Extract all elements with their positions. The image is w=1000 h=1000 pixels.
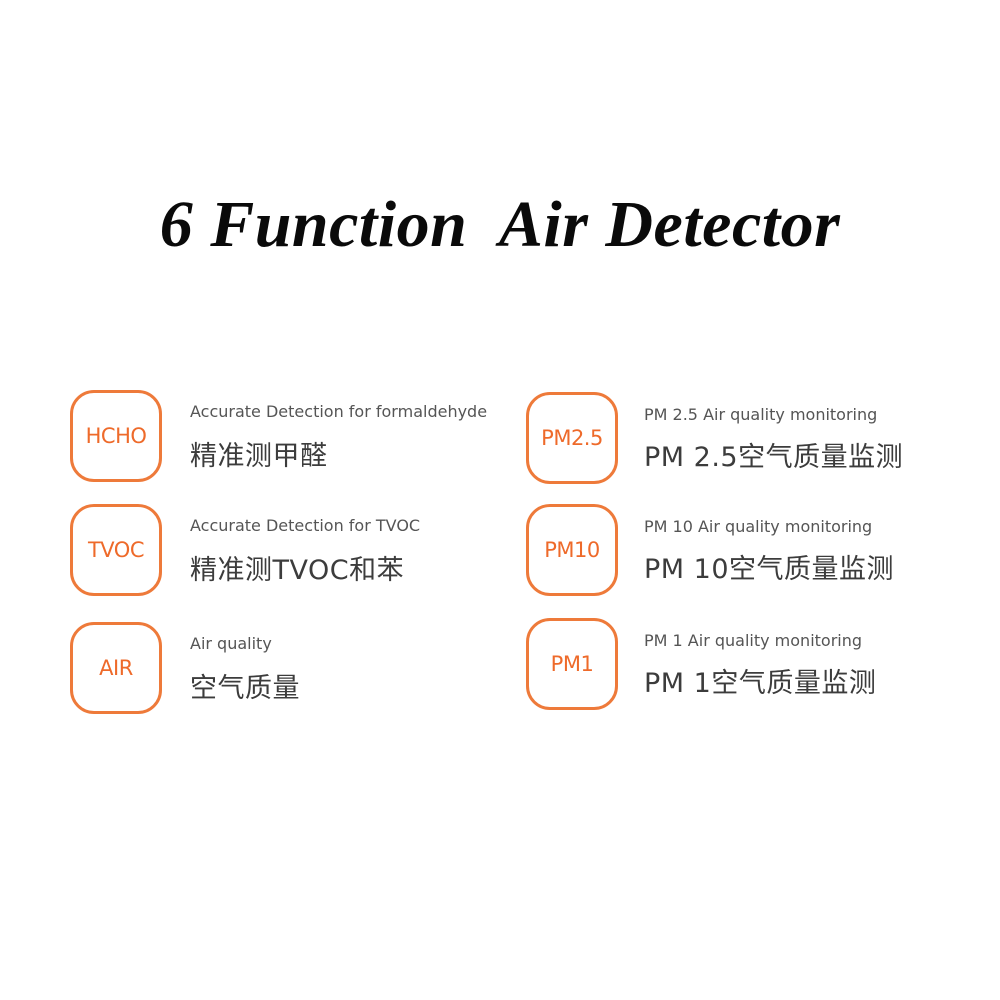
hcho-badge: HCHO <box>70 390 162 482</box>
air-badge: AIR <box>70 622 162 714</box>
tvoc-badge: TVOC <box>70 504 162 596</box>
tvoc-description-en: Accurate Detection for TVOC <box>190 516 421 535</box>
hcho-description-en: Accurate Detection for formaldehyde <box>190 402 488 421</box>
air-description-en: Air quality <box>190 634 272 653</box>
air-description-cn: 空气质量 <box>190 673 300 704</box>
pm1-badge: PM1 <box>526 618 618 710</box>
pm25-badge: PM2.5 <box>526 392 618 484</box>
tvoc-description-cn: 精准测TVOC和苯 <box>190 555 405 586</box>
pm10-description-cn: PM 10空气质量监测 <box>644 554 895 585</box>
hcho-description-cn: 精准测甲醛 <box>190 441 328 472</box>
pm25-description-cn: PM 2.5空气质量监测 <box>644 442 904 473</box>
pm1-description-en: PM 1 Air quality monitoring <box>644 631 863 650</box>
pm1-description-cn: PM 1空气质量监测 <box>644 668 877 699</box>
pm10-badge: PM10 <box>526 504 618 596</box>
page-title: 6 Function Air Detector <box>159 188 841 261</box>
pm25-description-en: PM 2.5 Air quality monitoring <box>644 405 878 424</box>
pm10-description-en: PM 10 Air quality monitoring <box>644 517 873 536</box>
